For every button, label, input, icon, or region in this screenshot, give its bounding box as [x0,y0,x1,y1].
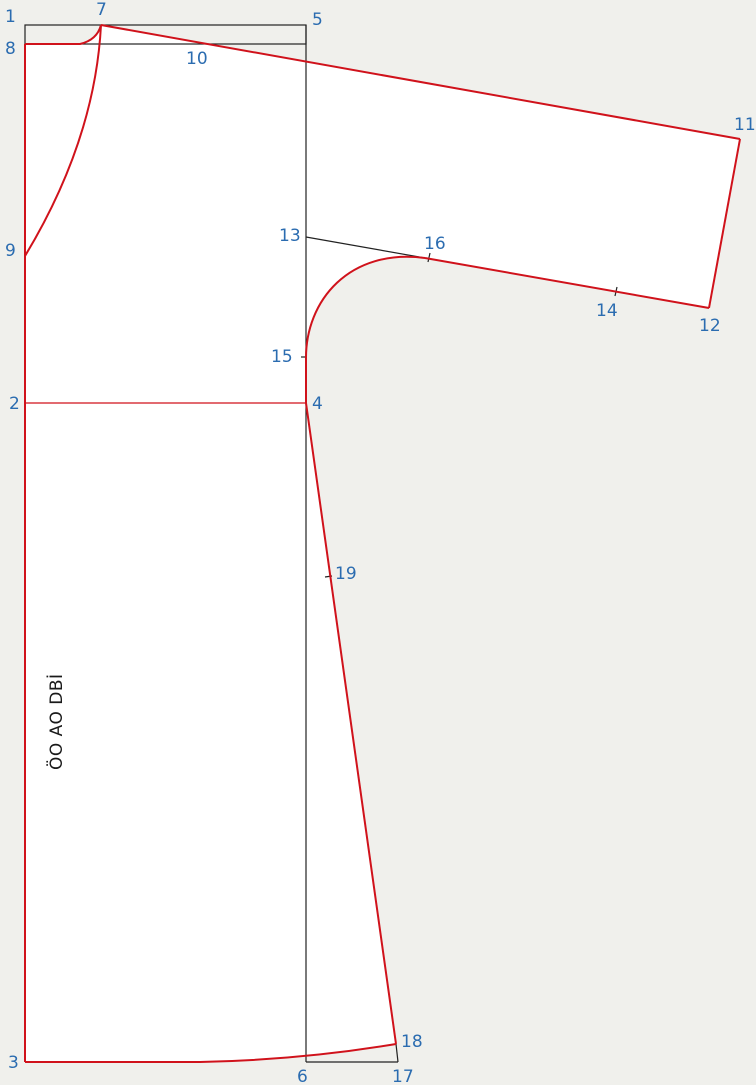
point-labels: 1 2 3 4 5 6 7 8 9 10 11 12 13 14 15 16 1… [5,0,756,1085]
point-label-1: 1 [5,7,16,27]
point-label-5: 5 [312,10,323,30]
point-label-19: 19 [335,564,357,584]
side-seam [305,402,397,1045]
sleeve-underarm [424,257,710,309]
pattern-piece-label: ÖO AO DBİ [45,673,67,770]
shoulder-sleeve-top [100,24,741,140]
point-label-13: 13 [279,226,301,246]
neckline-front [25,24,102,45]
point-label-6: 6 [297,1067,308,1085]
point-label-10: 10 [186,49,208,69]
armhole-curve [304,255,426,403]
point-label-11: 11 [734,115,756,135]
point-label-12: 12 [699,316,721,336]
point-label-16: 16 [424,234,446,254]
point-label-18: 18 [401,1032,423,1052]
pattern-piece-fill [25,25,740,1062]
point-label-4: 4 [312,394,323,414]
construction-lines [24,24,618,1063]
pattern-lines [24,24,741,1063]
construction-line-18-17 [395,1043,399,1063]
point-label-14: 14 [596,301,618,321]
point-label-8: 8 [5,39,16,59]
point-label-9: 9 [5,241,16,261]
point-label-2: 2 [9,394,20,414]
tick-16 [427,252,431,263]
point-label-7: 7 [96,0,107,20]
point-label-15: 15 [271,347,293,367]
point-label-3: 3 [8,1053,19,1073]
sleeve-hem [708,138,741,309]
point-label-17: 17 [392,1067,414,1085]
neckline-back-curve [24,24,102,257]
hem-curve [25,1043,397,1063]
construction-line-13-16 [305,236,426,259]
